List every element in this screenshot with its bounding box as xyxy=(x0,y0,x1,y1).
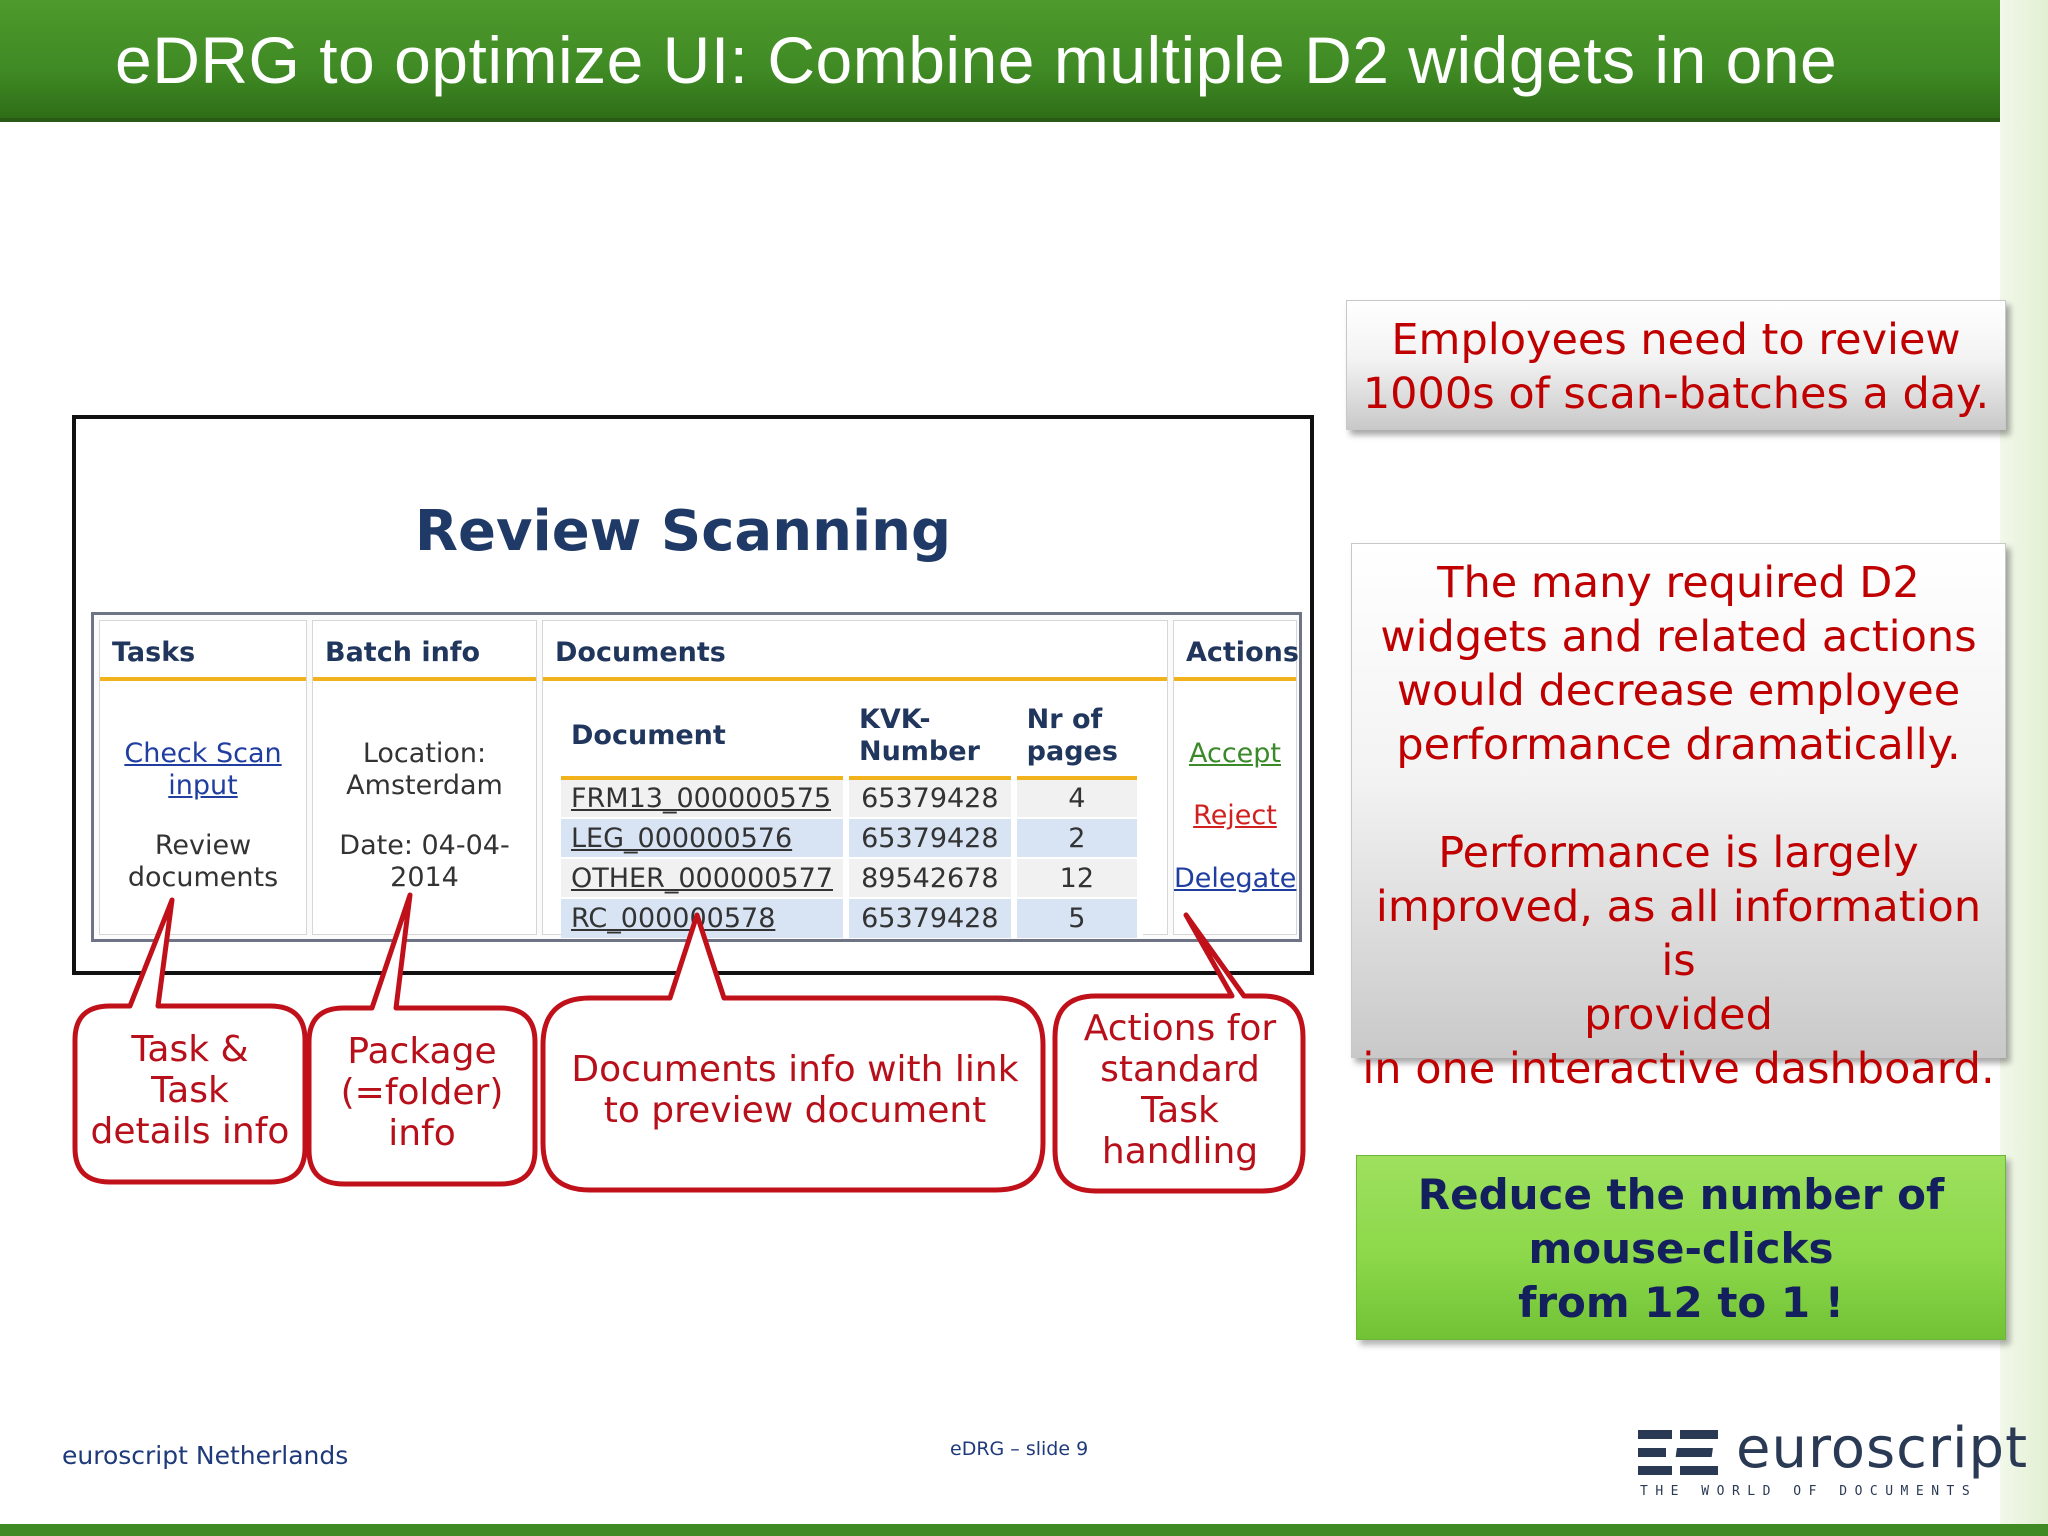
documents-table: Document KVK- Number Nr of pages FRM13_0 xyxy=(561,696,1144,938)
reduce-line3: from 12 to 1 ! xyxy=(1518,1278,1844,1327)
kvk-header-line1: KVK- xyxy=(858,704,931,735)
date-line2: 2014 xyxy=(390,862,459,893)
package-callout-text: Package (=folder) info xyxy=(312,1031,532,1154)
widgets-line5: Performance is largely xyxy=(1438,828,1919,878)
actions-column: Actions Accept Reject Delegate xyxy=(1173,620,1299,935)
document-link[interactable]: FRM13_000000575 xyxy=(561,777,849,818)
actions-callout-line1: Actions for xyxy=(1083,1008,1277,1049)
table-row: RC_000000578 65379428 5 xyxy=(561,897,1144,938)
page-count: 2 xyxy=(1013,817,1144,858)
pages-header-line2: pages xyxy=(1026,736,1118,767)
page-count: 12 xyxy=(1013,857,1144,898)
task-callout-line1: Task & xyxy=(131,1029,249,1070)
reduce-line1: Reduce the number of xyxy=(1417,1170,1945,1219)
widgets-line8: in one interactive dashboard. xyxy=(1362,1044,1995,1094)
date-line1: Date: 04-04- xyxy=(339,830,510,861)
col-kvk-number: KVK- Number xyxy=(845,696,1017,780)
kvk-header-line2: Number xyxy=(858,736,980,767)
documents-callout-line1: Documents info with link xyxy=(571,1049,1019,1090)
col-nr-of-pages: Nr of pages xyxy=(1013,696,1144,780)
logo-tagline: THE WORLD OF DOCUMENTS xyxy=(1640,1484,1978,1499)
reduce-line2: mouse-clicks xyxy=(1528,1224,1834,1273)
document-link[interactable]: RC_000000578 xyxy=(561,897,849,938)
footer-company: euroscript Netherlands xyxy=(62,1441,349,1470)
euroscript-logo: euroscript THE WORLD OF DOCUMENTS xyxy=(1636,1416,2027,1500)
logo-wordmark: euroscript xyxy=(1736,1416,2029,1481)
reduce-clicks-box: Reduce the number of mouse-clicks from 1… xyxy=(1356,1155,2006,1340)
widgets-line2: widgets and related actions xyxy=(1380,612,1977,662)
performance-box: The many required D2 widgets and related… xyxy=(1351,543,2006,1094)
page-count: 4 xyxy=(1013,777,1144,818)
document-link[interactable]: LEG_000000576 xyxy=(561,817,849,858)
task-callout-line3: details info xyxy=(90,1111,290,1152)
reject-link[interactable]: Reject xyxy=(1193,800,1277,831)
widgets-line6: improved, as all information is xyxy=(1375,882,1982,986)
review-task-line2: documents xyxy=(127,862,279,893)
review-documents-task: Review documents xyxy=(100,830,306,894)
review-scanning-panel: Review Scanning Tasks Check Scan input R… xyxy=(72,415,1314,975)
dashboard-grid: Tasks Check Scan input Review documents … xyxy=(91,612,1302,942)
table-row: LEG_000000576 65379428 2 xyxy=(561,817,1144,858)
location-value: Amsterdam xyxy=(346,770,503,801)
actions-callout-text: Actions for standard Task handling xyxy=(1060,1008,1300,1172)
tasks-header: Tasks xyxy=(100,621,306,681)
actions-header: Actions xyxy=(1174,621,1299,681)
widgets-line7: provided xyxy=(1584,990,1773,1040)
employees-line2: 1000s of scan-batches a day. xyxy=(1362,369,1990,419)
documents-table-header: Document KVK- Number Nr of pages xyxy=(561,696,1144,780)
kvk-number: 65379428 xyxy=(845,817,1017,858)
actions-callout-line4: handling xyxy=(1101,1131,1259,1172)
pages-header-line1: Nr of xyxy=(1026,704,1103,735)
widgets-line1: The many required D2 xyxy=(1437,558,1920,608)
batch-location: Location: Amsterdam xyxy=(313,738,536,802)
col-document: Document xyxy=(561,696,849,780)
batch-info-header: Batch info xyxy=(313,621,536,681)
delegate-link[interactable]: Delegate xyxy=(1174,863,1297,894)
table-row: FRM13_000000575 65379428 4 xyxy=(561,777,1144,818)
batch-date: Date: 04-04- 2014 xyxy=(313,830,536,894)
kvk-number: 89542678 xyxy=(845,857,1017,898)
accept-link[interactable]: Accept xyxy=(1188,738,1282,769)
review-scanning-title: Review Scanning xyxy=(414,499,952,564)
check-scan-link-line1[interactable]: Check Scan xyxy=(124,738,282,769)
check-scan-input-link[interactable]: Check Scan input xyxy=(100,738,306,802)
es-mark-icon xyxy=(1638,1430,1718,1475)
actions-callout-line2: standard xyxy=(1100,1049,1260,1090)
slide-title: eDRG to optimize UI: Combine multiple D2… xyxy=(115,23,1838,97)
page-count: 5 xyxy=(1013,897,1144,938)
widgets-line3: would decrease employee xyxy=(1396,666,1961,716)
documents-header: Documents xyxy=(543,621,1167,681)
widgets-line4: performance dramatically. xyxy=(1396,720,1961,770)
table-row: OTHER_000000577 89542678 12 xyxy=(561,857,1144,898)
documents-callout-text: Documents info with link to preview docu… xyxy=(550,1049,1040,1131)
bottom-bar xyxy=(0,1524,2048,1536)
task-callout-line2: Task xyxy=(151,1070,229,1111)
documents-column: Documents Document KVK- Number Nr of pag… xyxy=(542,620,1168,938)
footer-slide-number: eDRG – slide 9 xyxy=(950,1438,1089,1460)
document-link[interactable]: OTHER_000000577 xyxy=(561,857,849,898)
package-callout-line3: info xyxy=(388,1113,456,1154)
location-label: Location: xyxy=(362,738,487,769)
kvk-number: 65379428 xyxy=(845,897,1017,938)
employees-line1: Employees need to review xyxy=(1391,315,1961,365)
check-scan-link-line2[interactable]: input xyxy=(168,770,238,801)
batch-info-column: Batch info Location: Amsterdam Date: 04-… xyxy=(312,620,537,935)
employees-review-box: Employees need to review 1000s of scan-b… xyxy=(1346,300,2006,430)
package-callout-line2: (=folder) xyxy=(340,1072,504,1113)
review-task-line1: Review xyxy=(154,830,252,861)
documents-callout-line2: to preview document xyxy=(603,1090,987,1131)
right-edge-strip xyxy=(2000,0,2048,1536)
actions-callout-line3: Task xyxy=(1141,1090,1219,1131)
task-callout-text: Task & Task details info xyxy=(80,1029,300,1152)
paragraph-gap xyxy=(1352,772,2005,826)
kvk-number: 65379428 xyxy=(845,777,1017,818)
package-callout-line1: Package xyxy=(347,1031,497,1072)
tasks-column: Tasks Check Scan input Review documents xyxy=(99,620,307,935)
title-bar: eDRG to optimize UI: Combine multiple D2… xyxy=(0,0,2000,122)
